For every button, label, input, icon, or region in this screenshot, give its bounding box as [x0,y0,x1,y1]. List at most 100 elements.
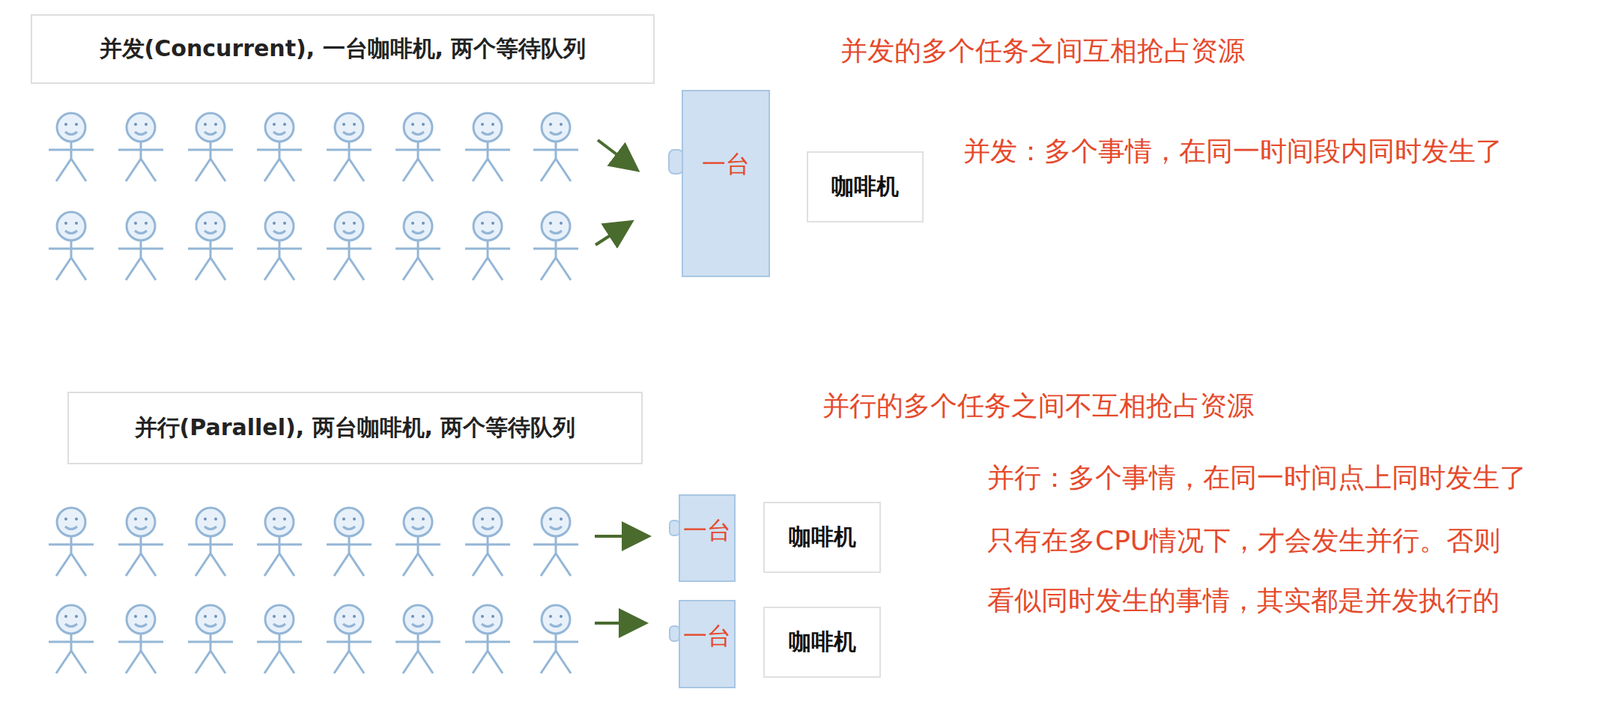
person-smile [549,131,562,135]
person-eye [74,614,78,618]
queue-arrow [594,621,643,625]
person-leg [210,158,226,182]
note-text: 并发的多个任务之间互相抢占资源 [840,34,1245,67]
person-figure [395,605,441,674]
person-eye [144,122,148,126]
person-figure [48,605,94,674]
person-eye [214,122,218,126]
person-leg [555,553,571,577]
person-head [265,605,294,634]
person-leg [487,553,503,577]
person-figure [188,211,233,281]
person-leg [56,257,72,281]
person-figure [533,605,579,674]
person-leg [487,257,503,281]
person-figure [533,507,579,577]
person-smile [411,131,424,135]
person-figure [533,113,579,182]
person-leg [472,257,488,281]
coffee-machine: 一台 [678,494,736,583]
person-eye [421,221,425,225]
person-arms [326,543,372,547]
person-figure [48,113,94,182]
person-figure [188,113,233,182]
queue-arrow [597,140,636,169]
person-head [334,605,364,634]
person-eye [559,614,563,618]
node-text: 咖啡机 [831,171,899,203]
person-leg [140,257,156,281]
person-head [473,605,502,634]
person-leg [195,257,211,281]
person-figure [465,211,511,281]
person-leg [125,257,141,281]
person-smile [549,526,562,530]
node-text: 并发(Concurrent), 一台咖啡机, 两个等待队列 [99,33,587,65]
person-leg [540,650,556,674]
person-figure [465,605,511,674]
person-figure [326,605,372,674]
person-head [196,211,225,241]
person-head [56,211,86,241]
person-head [541,211,571,241]
person-head [473,507,502,537]
person-arms [326,247,372,251]
person-smile [481,526,494,530]
machine-label-box: 咖啡机 [763,501,881,574]
person-figure [395,113,441,182]
person-smile [65,526,78,530]
person-leg [472,553,488,577]
person-arms [533,641,579,644]
person-figure [256,605,302,674]
person-smile [204,230,217,234]
person-eye [342,517,346,521]
person-eye [491,614,495,618]
person-arms [118,641,164,644]
person-head [56,605,86,634]
queue-arrow [595,223,630,245]
person-eye [74,221,78,225]
person-head [265,507,294,537]
person-eye [272,517,276,521]
person-leg [472,650,488,674]
person-figure [118,211,164,281]
person-head [403,211,433,241]
person-arms [326,641,372,644]
person-smile [411,623,424,627]
person-eye [64,517,68,521]
person-leg [140,553,156,577]
person-eye [549,614,553,618]
person-arms [256,543,302,547]
person-eye [352,122,356,126]
person-smile [204,526,217,530]
person-leg [56,158,72,182]
person-arms [48,641,94,644]
person-eye [214,614,218,618]
person-head [473,113,502,142]
person-head [334,113,364,142]
person-smile [134,230,147,234]
note-text: 并发：多个事情，在同一时间段内同时发生了 [963,134,1503,168]
note-text: 并行的多个任务之间不互相抢占资源 [822,389,1254,422]
person-leg [71,257,87,281]
person-head [196,605,225,634]
person-leg [334,257,350,281]
note-text: 并行：多个事情，在同一时间点上同时发生了 [987,461,1527,494]
person-smile [65,623,78,627]
person-head [126,605,156,634]
person-arms [256,641,302,644]
coffee-machine: 一台 [681,89,771,278]
person-figure [188,507,233,577]
person-eye [421,614,425,618]
person-smile [273,230,286,234]
person-leg [349,553,365,577]
person-arms [465,247,511,251]
person-arms [395,247,441,251]
person-smile [273,131,286,135]
person-figure [395,211,441,281]
person-eye [64,614,68,618]
node-text: 一台 [701,148,750,182]
person-figure [256,507,302,577]
person-eye [272,614,276,618]
